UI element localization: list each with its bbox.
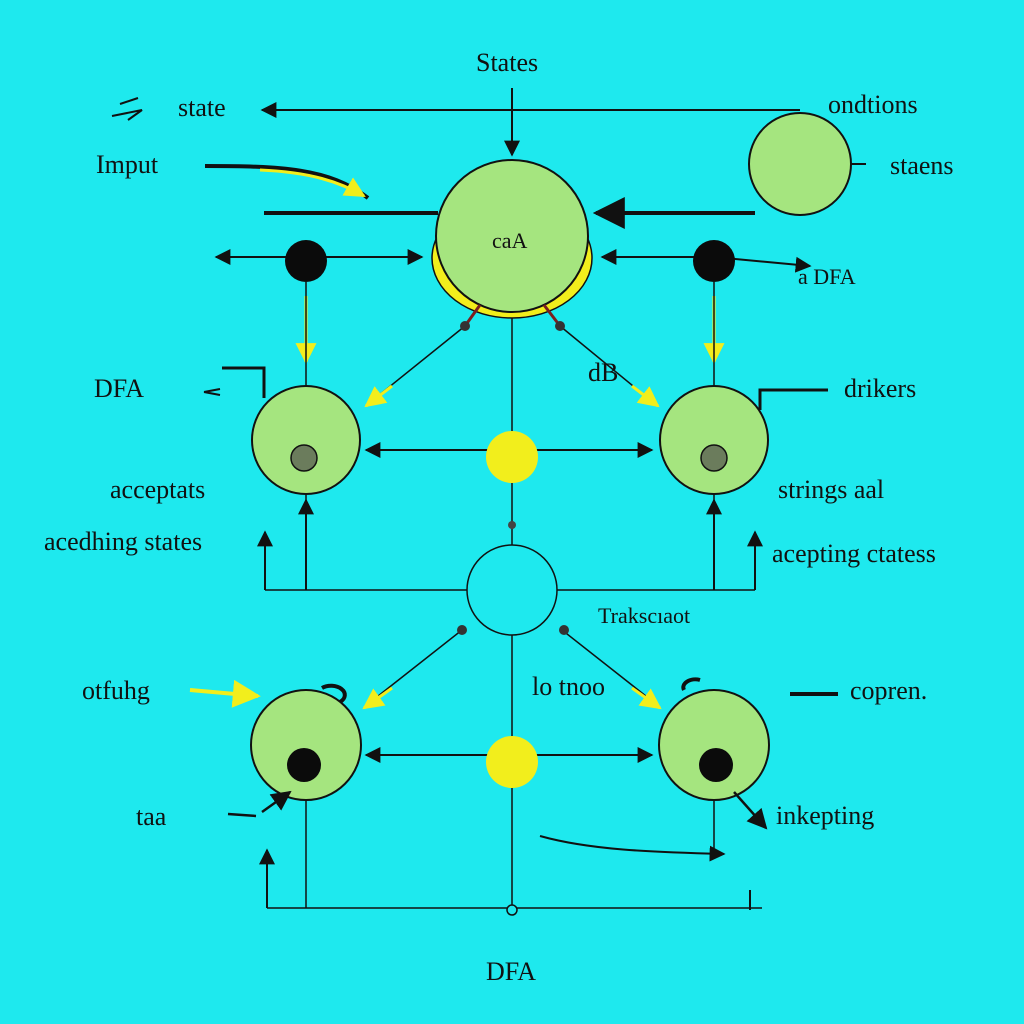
drikers-bracket [758,388,828,410]
diag-node-left [460,321,470,331]
label-conditions: ondtions [828,90,918,119]
taa-arrow [227,792,290,818]
diag-right-1-yellow [631,384,660,408]
diag-right-2-yellow [631,686,662,710]
transition-node-top [508,521,516,529]
label-dfa-left: DFA [94,374,145,403]
diag-node-right [555,321,565,331]
mid-right-state [659,385,769,495]
label-states-top: States [476,48,539,77]
mid-left-state [251,385,361,495]
bottom-left-cap [321,683,347,704]
bottom-center-node [506,904,518,916]
transition-node [466,544,558,636]
mid-left-state-marker [290,444,318,472]
label-center-state: caA [492,228,528,253]
label-copren: copren. [850,676,928,705]
label-dfa-bottom: DFA [486,957,537,986]
center-state [435,159,589,313]
input-arrow-yellow [259,168,366,198]
label-acepting-ctatess: acepting ctatess [772,539,936,568]
bottom-left-dot [287,748,321,782]
label-taa: taa [136,802,167,831]
mid-right-state-marker [700,444,728,472]
bottom-junction [486,736,538,788]
label-input: Imput [96,150,159,179]
top-right-state [748,112,852,216]
label-a-dfa: a DFA [798,264,856,289]
label-transition: Trakscıaot [598,603,691,628]
label-db: dB [588,358,619,387]
diag-left-2-yellow [362,686,393,710]
label-acedhing-states: acedhing states [44,527,203,556]
label-lo-tnoo: lo tnoo [532,672,605,701]
bottom-right-dot [699,748,733,782]
label-acceptats: acceptats [110,475,206,504]
dfa-left-mark [203,388,221,396]
label-strings-aal: strings aal [778,475,885,504]
left-black-dot [285,240,327,282]
diag-node-right-2 [559,625,569,635]
dfa-left-bracket [222,366,266,398]
inkepting-arrow [733,791,768,830]
right-black-dot [693,240,735,282]
mid-junction [486,431,538,483]
bottom-right-state [658,689,770,801]
diag-left-1-yellow [364,384,393,408]
label-state-left: state [178,93,226,122]
diag-node-left-2 [457,625,467,635]
bottom-left-state [250,689,362,801]
label-inkepting: inkepting [776,801,875,830]
label-staens: staens [890,151,954,180]
otfuhg-arrow [189,679,261,708]
label-otfuhg: otfuhg [82,676,150,705]
bottom-right-cap [681,677,701,691]
state-squiggle-icon [111,97,143,121]
curved-arrow-bottom [539,835,726,862]
label-drikers: drikers [844,374,917,403]
diag-left-2 [367,629,463,705]
